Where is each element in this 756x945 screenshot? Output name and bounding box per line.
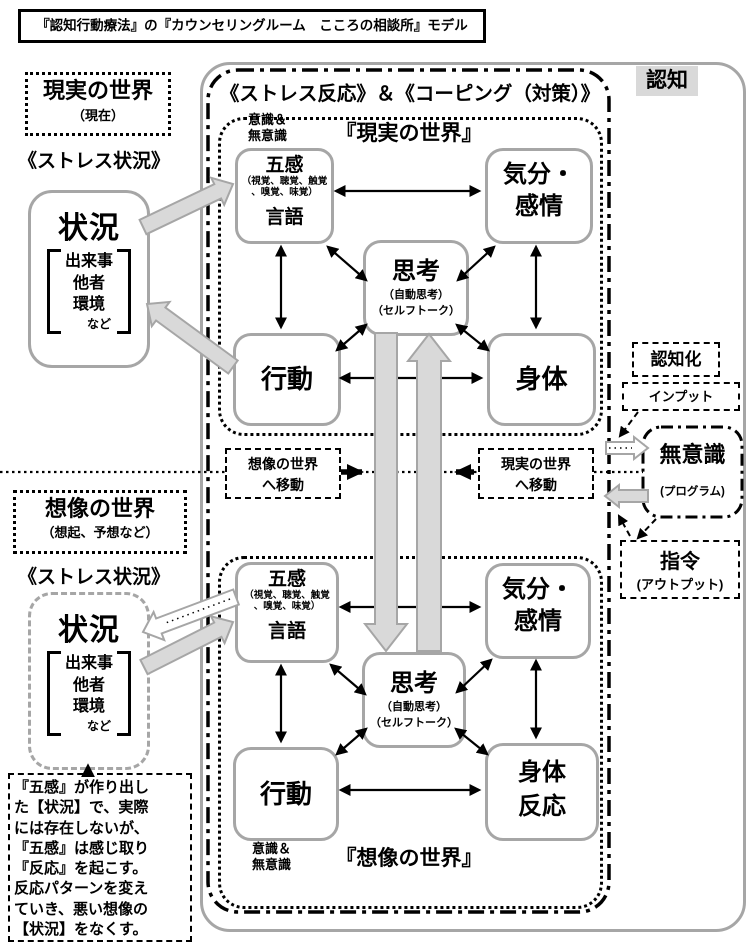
move-label-line: へ移動 — [262, 477, 304, 493]
unconscious-label: 無意識 — [659, 442, 726, 467]
real-world-label: 現実の世界 — [42, 78, 153, 103]
left-bracket — [46, 249, 61, 334]
cognization-label: 認知化 — [650, 350, 702, 369]
senses-sub: 、嗅覚、味覚） — [251, 186, 318, 198]
body-line: 身体 — [518, 759, 566, 786]
mood-line: 感情 — [515, 193, 563, 221]
move-label-line: 現実の世界 — [501, 456, 571, 472]
situation-etc: など — [86, 316, 111, 331]
mood-box-top: 気分・ 感情 — [485, 148, 593, 244]
situation-items-top: 出来事 他者 環境 など — [31, 249, 147, 334]
note-line: 『反応』を起こす。 — [14, 860, 148, 877]
situation-item: 環境 — [72, 296, 105, 314]
note-line: た【状況】で、実際 — [14, 799, 149, 817]
situation-items-bottom: 出来事 他者 環境 など — [31, 651, 147, 736]
real-world-label-box: 現実の世界 （現在） — [25, 72, 171, 136]
senses-title: 五感 — [265, 155, 304, 176]
note-line: 『五感』が作り出し — [14, 779, 150, 796]
situation-item: 出来事 — [64, 253, 113, 270]
thought-box-top: 思考 （自動思考） （セルフトーク） — [363, 240, 469, 336]
command-sub: (アウトプット) — [636, 577, 724, 592]
input-box: インプット — [622, 382, 740, 411]
language-label: 言語 — [265, 206, 304, 228]
imaginary-world-title: 『想像の世界』 — [335, 847, 483, 870]
mood-box-bottom: 気分・ 感情 — [485, 563, 591, 659]
move-to-imaginary-box: 想像の世界 へ移動 — [225, 448, 341, 499]
title-box: 『認知行動療法』の『カウンセリングルーム こころの相談所』モデル — [18, 9, 486, 43]
situation-item: 他者 — [72, 274, 105, 292]
senses-sub: 、嗅覚、味覚） — [253, 600, 321, 612]
stress-situation-label-bottom: 《ストレス状況》 — [17, 567, 170, 588]
note-line: 反応パターンを変え — [14, 880, 149, 898]
situation-label-top: 状況 — [58, 212, 120, 245]
behavior-box-bottom: 行動 — [233, 747, 339, 841]
situation-item: 出来事 — [64, 655, 113, 672]
move-to-real-box: 現実の世界 へ移動 — [478, 448, 594, 499]
body-line: 反応 — [518, 792, 566, 820]
note-line: 『五感』は感じ取り — [14, 839, 150, 857]
situation-item: 他者 — [72, 676, 105, 694]
situation-box-bottom: 状況 出来事 他者 環境 など — [28, 592, 150, 770]
stress-coping-header: 《ストレス反応》＆《コーピング（対策）》 — [219, 83, 601, 105]
unconscious-sub: (プログラム) — [660, 486, 725, 498]
real-world-title: 『現実の世界』 — [335, 122, 483, 145]
mood-line: 気分・ — [502, 576, 574, 603]
title-text: 『認知行動療法』の『カウンセリングルーム こころの相談所』モデル — [36, 18, 468, 33]
thought-sub: （セルフトーク） — [370, 717, 458, 729]
behavior-label: 行動 — [259, 779, 312, 809]
cognition-outer-box — [200, 62, 746, 932]
mood-line: 感情 — [514, 608, 562, 636]
cognization-box: 認知化 — [632, 342, 720, 377]
behavior-box-top: 行動 — [233, 333, 341, 426]
note-line: には存在しないが、 — [14, 819, 149, 837]
senses-box-bottom: 五感 （視覚、聴覚、触覚 、嗅覚、味覚） 言語 — [235, 562, 339, 663]
language-label: 言語 — [267, 620, 306, 642]
right-bracket — [117, 651, 131, 736]
thought-sub: （自動思考） — [381, 701, 447, 713]
left-bracket — [46, 651, 61, 736]
imaginary-world-sub: （想起、予想など） — [41, 525, 159, 541]
move-label-line: へ移動 — [515, 477, 557, 493]
body-reaction-box-bottom: 身体 反応 — [485, 743, 599, 841]
body-box-top: 身体 — [487, 333, 596, 426]
thought-box-bottom: 思考 （自動思考） （セルフトーク） — [362, 652, 466, 748]
situation-etc: など — [86, 718, 111, 733]
situation-item: 環境 — [72, 698, 105, 716]
input-label: インプット — [648, 389, 714, 404]
cognition-label: 認知 — [636, 66, 698, 96]
thought-title: 思考 — [392, 258, 440, 285]
right-bracket — [117, 249, 131, 334]
behavior-label: 行動 — [260, 364, 313, 394]
imaginary-world-label: 想像の世界 — [44, 496, 155, 521]
thought-sub: （セルフトーク） — [372, 305, 460, 317]
situation-box-top: 状況 出来事 他者 環境 など — [28, 190, 150, 368]
note-line: 【状況】をなくす。 — [14, 920, 148, 938]
senses-title: 五感 — [267, 569, 306, 590]
real-world-sub: （現在） — [71, 107, 124, 123]
thought-sub: （自動思考） — [383, 289, 449, 301]
note-line: ていき、悪い想像の — [14, 900, 148, 918]
situation-label-bottom: 状況 — [58, 614, 120, 647]
command-box: 指令 (アウトプット) — [620, 540, 740, 599]
unconscious-box: 無意識 (プログラム) — [643, 437, 742, 499]
thought-title: 思考 — [390, 670, 438, 697]
note-box: 『五感』が作り出し た【状況】で、実際 には存在しないが、 『五感』は感じ取り … — [8, 773, 192, 942]
move-label-line: 想像の世界 — [248, 456, 318, 472]
imaginary-world-label-box: 想像の世界 （想起、予想など） — [13, 490, 187, 554]
mood-line: 気分・ — [503, 161, 575, 188]
stress-situation-label-top: 《ストレス状況》 — [17, 151, 170, 172]
command-label: 指令 — [660, 551, 700, 573]
senses-box-top: 五感 （視覚、聴覚、触覚 、嗅覚、味覚） 言語 — [235, 148, 334, 244]
body-label: 身体 — [515, 364, 568, 394]
